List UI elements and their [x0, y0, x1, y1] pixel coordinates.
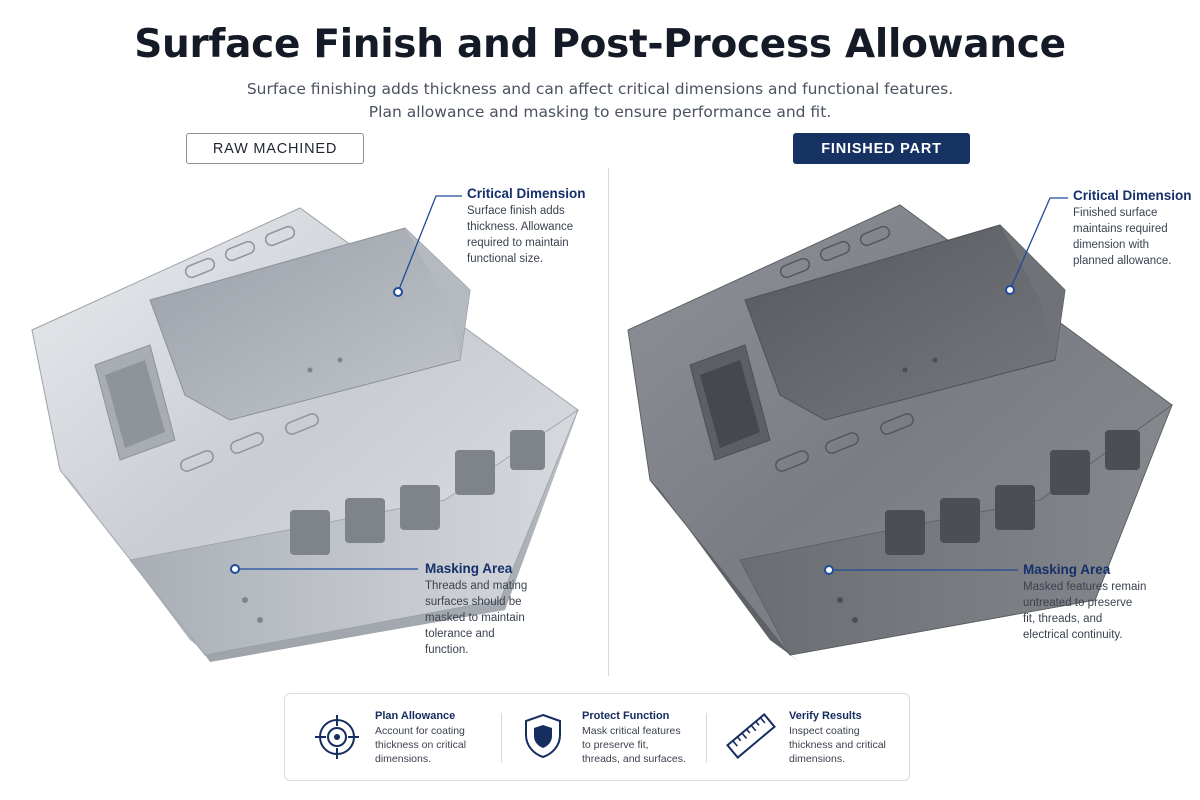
finished-masking-body: Masked features remain untreated to pres… — [1023, 581, 1147, 641]
subtitle-line-1: Surface finishing adds thickness and can… — [246, 80, 954, 98]
tip-verify-results: Verify Results Inspect coating thickness… — [707, 694, 910, 782]
finished-masking-title: Masking Area — [1023, 562, 1111, 577]
raw-critical-title: Critical Dimension — [467, 186, 586, 201]
raw-masking-title: Masking Area — [425, 561, 513, 576]
finished-critical-body: Finished surface maintains required dime… — [1073, 207, 1172, 267]
target-icon — [315, 715, 359, 759]
finished-part — [627, 204, 1173, 662]
subtitle-line-2: Plan allowance and masking to ensure per… — [368, 103, 832, 121]
tip-protect-function-title: Protect Function — [582, 710, 670, 722]
shield-icon — [525, 713, 561, 759]
raw-part — [31, 207, 579, 662]
tip-plan-allowance-body: Account for coating thickness on critica… — [375, 725, 467, 765]
finished-masking-callout: Masking Area Masked features remain untr… — [1023, 562, 1146, 643]
finished-part-tag: FINISHED PART — [793, 133, 970, 164]
ruler-icon — [726, 713, 776, 759]
raw-critical-leader — [397, 195, 462, 293]
finished-critical-callout: Critical Dimension Finished surface main… — [1073, 188, 1192, 269]
raw-masking-body: Threads and mating surfaces should be ma… — [425, 580, 528, 656]
tip-verify-results-title: Verify Results — [789, 710, 862, 722]
panel-divider — [608, 168, 609, 676]
page-title: Surface Finish and Post-Process Allowanc… — [134, 22, 1066, 67]
footer-tips-bar: Plan Allowance Account for coating thick… — [284, 693, 910, 781]
raw-machined-tag: RAW MACHINED — [186, 133, 364, 164]
finished-critical-leader — [1009, 197, 1068, 291]
tip-verify-results-body: Inspect coating thickness and critical d… — [789, 725, 886, 765]
tip-protect-function-body: Mask critical features to preserve fit, … — [582, 725, 686, 765]
raw-masking-callout: Masking Area Threads and mating surfaces… — [425, 561, 527, 658]
page-subtitle: Surface finishing adds thickness and can… — [0, 78, 1200, 124]
raw-critical-body: Surface finish adds thickness. Allowance… — [467, 205, 574, 265]
footer-separator — [706, 713, 707, 763]
tip-protect-function: Protect Function Mask critical features … — [502, 694, 705, 782]
tip-plan-allowance-title: Plan Allowance — [375, 710, 456, 722]
raw-critical-callout: Critical Dimension Surface finish adds t… — [467, 186, 586, 267]
finished-critical-title: Critical Dimension — [1073, 188, 1192, 203]
tip-plan-allowance: Plan Allowance Account for coating thick… — [285, 694, 500, 782]
footer-separator — [501, 713, 502, 763]
